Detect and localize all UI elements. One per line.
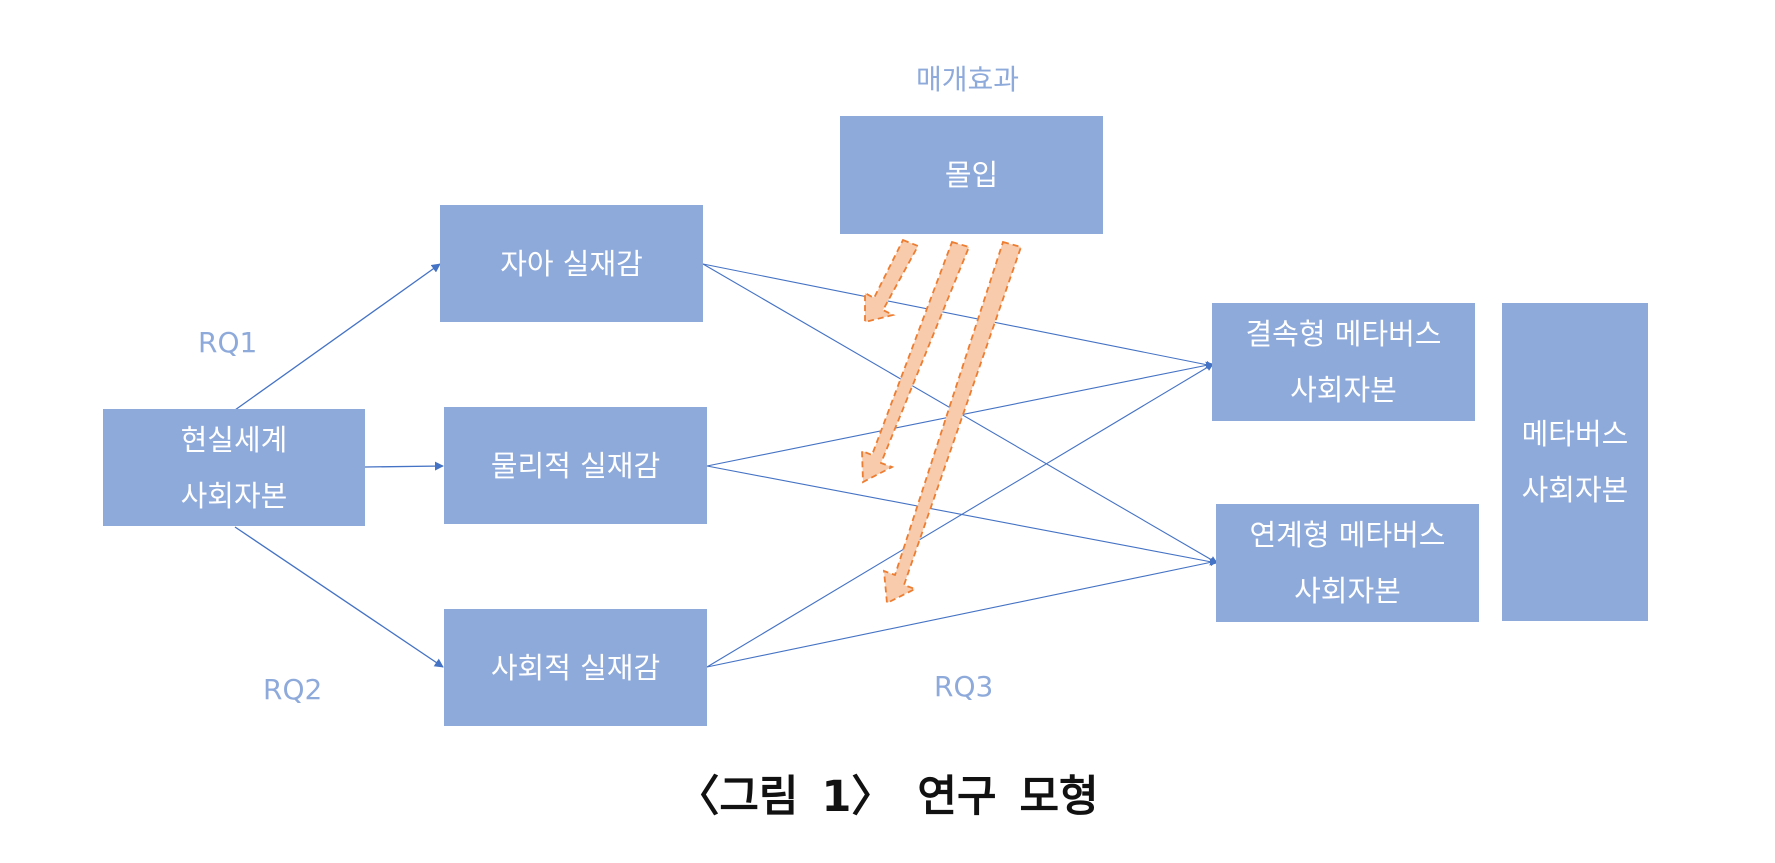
label-rq1: RQ1	[198, 326, 258, 359]
box-self-presence: 자아 실재감	[440, 205, 703, 322]
label-rq3: RQ3	[934, 670, 994, 703]
arrow-real-to-social	[234, 526, 444, 668]
box-social-presence: 사회적 실재감	[444, 609, 707, 726]
arrow-social-to-bridging	[706, 558, 1218, 668]
caption-figure-number: 1〉	[821, 772, 895, 822]
box-physical-presence: 물리적 실재감	[444, 407, 707, 524]
box-metaverse-social-capital: 메타버스 사회자본	[1502, 303, 1648, 621]
arrow-real-to-physical	[364, 461, 444, 471]
arrow-real-to-self	[234, 263, 441, 411]
box-bridging-line-1: 연계형 메타버스	[1249, 518, 1446, 552]
mediation-arrow-1	[864, 238, 920, 324]
box-self-presence-label: 자아 실재감	[500, 246, 643, 281]
mediation-arrow-3	[882, 240, 1023, 605]
box-bridging-line-2: 사회자본	[1294, 574, 1401, 608]
box-real-world-line-1: 현실세계	[180, 422, 288, 457]
box-bonding-line-2: 사회자본	[1290, 373, 1397, 407]
label-rq2: RQ2	[263, 673, 323, 706]
box-bonding-line-1: 결속형 메타버스	[1245, 317, 1442, 351]
arrow-self-to-bonding	[702, 263, 1214, 369]
caption-figure-open: 〈그림	[676, 772, 799, 822]
box-physical-presence-label: 물리적 실재감	[490, 448, 661, 483]
box-bridging-metaverse-social-capital: 연계형 메타버스 사회자본	[1216, 504, 1479, 622]
box-metaverse-line-1: 메타버스	[1521, 417, 1629, 451]
box-metaverse-line-2: 사회자본	[1521, 473, 1629, 507]
box-bonding-metaverse-social-capital: 결속형 메타버스 사회자본	[1212, 303, 1475, 421]
box-immersion-label: 몰입	[944, 158, 999, 192]
box-social-presence-label: 사회적 실재감	[490, 650, 661, 685]
caption-title-a: 연구	[917, 772, 997, 822]
box-real-world-line-2: 사회자본	[180, 478, 288, 513]
label-mediation: 매개효과	[916, 63, 1020, 96]
box-real-world-social-capital: 현실세계 사회자본	[103, 409, 365, 526]
caption-title-b: 모형	[1019, 772, 1099, 822]
mediation-arrow-2	[861, 240, 971, 484]
figure-caption: 〈그림 1〉 연구 모형	[0, 762, 1775, 824]
arrow-social-to-bonding	[706, 363, 1214, 668]
box-immersion: 몰입	[840, 116, 1103, 234]
